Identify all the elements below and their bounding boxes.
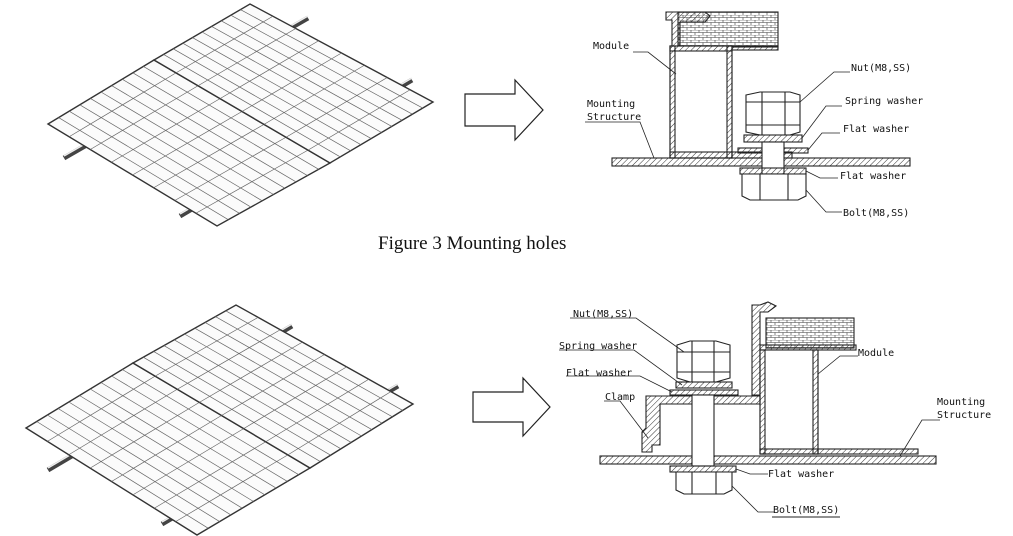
top-label-mounting: Mounting xyxy=(587,99,635,110)
bottom-solar-panel-array xyxy=(24,304,415,536)
bottom-mounting-structure xyxy=(599,455,937,465)
bottom-leader-lines xyxy=(559,317,940,513)
top-label-structure: Structure xyxy=(587,112,641,123)
bottom-label-clamp: Clamp xyxy=(605,392,635,403)
bottom-arrow xyxy=(472,376,551,438)
bottom-panel-front xyxy=(24,362,312,536)
top-bolt-head xyxy=(741,173,807,201)
top-solar-panel-array xyxy=(46,3,435,227)
top-mounting-hole-detail: Module Mounting Structure Nut(M8,SS) Spr… xyxy=(585,11,923,219)
top-label-module: Module xyxy=(593,41,629,52)
top-frame-lip xyxy=(665,11,711,47)
top-label-nut: Nut(M8,SS) xyxy=(851,63,911,74)
bottom-label-module: Module xyxy=(858,348,894,359)
bottom-bolt-head xyxy=(675,471,733,495)
bottom-solar-panels xyxy=(24,304,415,536)
top-label-bolt: Bolt(M8,SS) xyxy=(843,208,909,219)
top-label-spring-washer: Spring washer xyxy=(845,96,923,107)
bottom-bolt-shank xyxy=(691,394,715,467)
bottom-frame-lip xyxy=(751,301,778,396)
figure-caption: Figure 3 Mounting holes xyxy=(378,233,567,254)
bottom-label-flat-washer-upper: Flat washer xyxy=(566,368,632,379)
top-solar-panels xyxy=(46,3,435,227)
top-label-flat-washer-upper: Flat washer xyxy=(843,124,909,135)
bottom-label-nut: Nut(M8,SS) xyxy=(573,309,633,320)
bottom-clamp xyxy=(641,395,761,453)
bottom-label-flat-washer-lower: Flat washer xyxy=(768,469,834,480)
bottom-nut xyxy=(676,340,731,383)
bottom-label-bolt: Bolt(M8,SS) xyxy=(773,505,839,516)
bottom-spring-washer xyxy=(675,381,733,389)
top-label-flat-washer-lower: Flat washer xyxy=(840,171,906,182)
bottom-label-mounting: Mounting xyxy=(937,397,985,408)
bottom-label-structure: Structure xyxy=(937,410,991,421)
top-nut xyxy=(745,91,801,136)
bottom-module-laminate xyxy=(765,317,855,349)
top-mounting-structure xyxy=(611,157,911,167)
top-leader-lines xyxy=(585,51,850,213)
bottom-clamp-detail: Nut(M8,SS) Spring washer Flat washer Cla… xyxy=(559,301,991,518)
top-flat-washer-lower xyxy=(739,167,807,175)
top-arrow xyxy=(464,78,544,142)
top-panel-back xyxy=(152,3,435,164)
top-spring-washer xyxy=(743,134,803,143)
bottom-panel-back xyxy=(131,304,415,469)
bottom-flat-washer-lower xyxy=(669,465,737,473)
bottom-label-spring-washer: Spring washer xyxy=(559,341,637,352)
bottom-frame-flange xyxy=(817,448,919,455)
bottom-flat-washer-upper xyxy=(669,389,739,396)
